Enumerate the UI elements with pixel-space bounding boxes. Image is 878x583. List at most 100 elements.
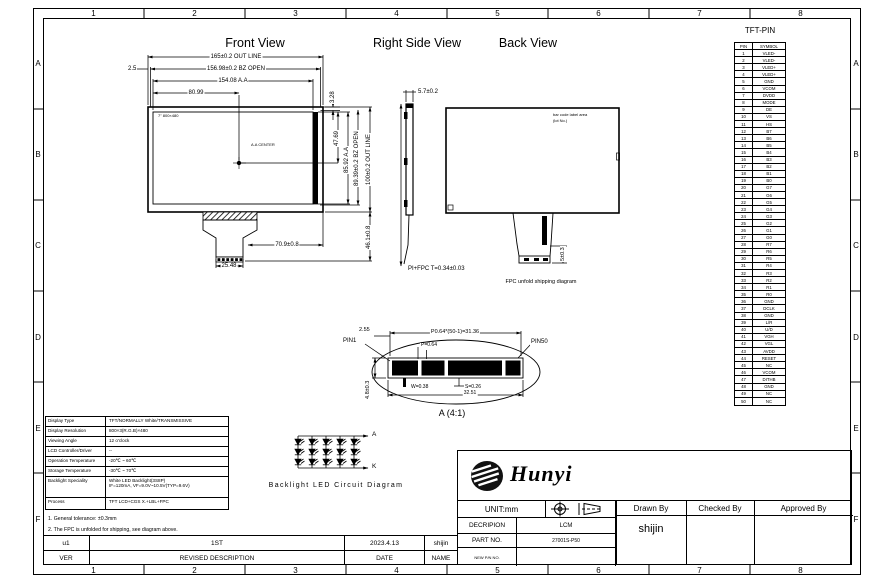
- pin-number: 20: [735, 184, 753, 191]
- note-line-1: 1. General tolerance: ±0.3mm: [48, 516, 117, 522]
- revision-desc: 1ST: [90, 536, 345, 550]
- pin-number: 48: [735, 383, 753, 390]
- spec-row: Display Resolution 800×3(R.G.B)×480: [46, 427, 228, 437]
- pin-number: 35: [735, 291, 753, 298]
- pin-symbol: B2: [766, 164, 772, 170]
- approved-by-header: Approved By: [780, 503, 827, 513]
- zone-number: 6: [596, 565, 601, 575]
- pin-symbol: R7: [766, 242, 772, 248]
- pin-symbol: GND: [764, 298, 774, 304]
- dim-bzopen-h: 156.98±0.2 BZ OPEN: [206, 66, 266, 73]
- pin-number: 4: [735, 71, 753, 78]
- dim-4769: 47.69: [334, 129, 341, 147]
- symbol-col-header: SYMBOL: [760, 43, 778, 49]
- brand-name: Hunyi: [510, 461, 573, 486]
- spec-row: Backlight Speciality White LED Backlight…: [46, 477, 228, 498]
- pin50-label: PIN50: [530, 339, 549, 346]
- pin-table-row: 45 NC: [735, 362, 785, 370]
- drawn-by-signature: shijin: [638, 523, 664, 535]
- pin-number: 50: [735, 397, 753, 405]
- pin-number: 5: [735, 78, 753, 85]
- side-view-linework: [399, 90, 416, 267]
- divider: [616, 501, 617, 564]
- zone-letter: C: [35, 241, 41, 251]
- zone-letter: D: [853, 332, 859, 342]
- pin-table-row: 37 DCLK: [735, 305, 785, 313]
- pin-number: 39: [735, 319, 753, 326]
- pin-symbol: DITHB: [762, 376, 776, 382]
- pin-number: 16: [735, 156, 753, 163]
- pin-number: 21: [735, 191, 753, 199]
- revision-ver-header: VER: [43, 551, 90, 565]
- pin-symbol: G1: [766, 227, 772, 233]
- pin-number: 44: [735, 355, 753, 362]
- pin-number: 2: [735, 57, 753, 64]
- pin-number: 11: [735, 121, 753, 128]
- revision-name-header: NAME: [431, 554, 451, 562]
- pin-number: 41: [735, 333, 753, 340]
- pin-symbol: G2: [766, 220, 772, 226]
- pin-symbol: NC: [765, 391, 773, 397]
- pin-symbol: DE: [766, 107, 772, 113]
- revision-desc-header: REVISED DESCRIPTION: [90, 551, 345, 565]
- pin-number: 34: [735, 284, 753, 291]
- zone-number: 4: [394, 565, 399, 575]
- dim-328: 3.28: [330, 90, 337, 104]
- spec-value: 12 o'clock: [109, 438, 130, 443]
- pin-number: 40: [735, 326, 753, 333]
- pin-number: 29: [735, 248, 753, 255]
- pin-number: 24: [735, 213, 753, 220]
- part-no-value: 27001S-P50: [517, 534, 616, 548]
- revision-name: shijin: [433, 539, 449, 547]
- spec-value: 800×3(R.G.B)×480: [109, 428, 148, 433]
- pin-number: 10: [735, 113, 753, 121]
- pin-number: 12: [735, 128, 753, 135]
- pin-number: 32: [735, 270, 753, 277]
- zone-letter: B: [35, 150, 41, 160]
- dim-offset-255: 2.55: [358, 327, 371, 334]
- drawn-by-header: Drawn By: [633, 503, 669, 513]
- pin-symbol: G3: [766, 213, 772, 219]
- pin-number: 3: [735, 64, 753, 71]
- spec-value: -30℃ ~ 70℃: [109, 468, 137, 473]
- pin-table-row: 30 R5: [735, 255, 785, 263]
- sub-no-value: [517, 548, 616, 566]
- zone-number: 7: [697, 565, 702, 575]
- dim-8099: 80.99: [187, 90, 205, 97]
- pin-symbol: VLED+: [762, 71, 776, 77]
- pin-symbol: NC: [765, 398, 773, 404]
- pin-table-row: 42 VGL: [735, 340, 785, 349]
- zone-letter: E: [35, 423, 41, 433]
- pin-symbol: NC: [765, 362, 773, 368]
- spec-row: Storage Temperature -30℃ ~ 70℃: [46, 467, 228, 477]
- spec-value: -20℃ ~ 60℃: [109, 458, 137, 463]
- pin-symbol: GND: [764, 79, 774, 85]
- dim-outline-v: 100±0.2 OUT LINE: [366, 133, 373, 186]
- pin-number: 14: [735, 142, 753, 149]
- spec-label: Viewing Angle: [46, 437, 106, 446]
- sub-no-label: NEW P/N NO.: [458, 548, 517, 566]
- zone-number: 8: [798, 8, 803, 18]
- pin-symbol: VLED-: [762, 50, 776, 56]
- pin-table-row: 21 G6: [735, 191, 785, 200]
- dim-thickness: 5.7±0.2: [417, 89, 439, 96]
- pin-table-header: PIN SYMBOL: [735, 43, 785, 51]
- dim-stiffener: 5±0.3: [560, 246, 567, 262]
- spec-row: Viewing Angle 12 o'clock: [46, 437, 228, 447]
- dim-aa-v: 85.92 A.A: [344, 145, 351, 174]
- revision-ver: u1: [43, 536, 90, 550]
- pin-table-row: 46 VCOM: [735, 369, 785, 377]
- pin-table-row: 20 G7: [735, 184, 785, 192]
- dim-outline-h: 165±0.2 OUT LINE: [209, 54, 263, 61]
- spec-label: Display Resolution: [46, 427, 106, 436]
- pin-number: 6: [735, 85, 753, 92]
- pin-table-row: 31 R4: [735, 262, 785, 270]
- pin-col-header: PIN: [735, 43, 753, 50]
- pin-symbol: G0: [766, 235, 772, 241]
- spec-value: TFT/NORMALLY White/TRANSMISSIVE: [109, 418, 193, 423]
- pin-symbol: VCOM: [762, 86, 776, 92]
